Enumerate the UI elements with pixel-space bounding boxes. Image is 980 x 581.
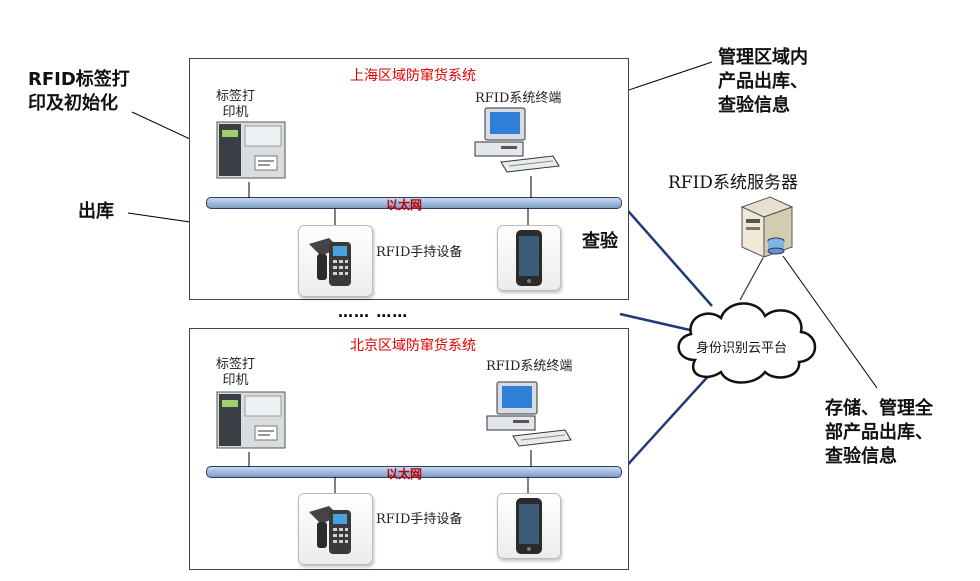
smartphone-icon	[497, 493, 561, 559]
annotation-outbound: 出库	[78, 201, 114, 222]
server-icon	[740, 196, 794, 258]
cloud-label: 身份识别云平台	[696, 341, 788, 356]
annotation-terminal-note: 管理区域内 产品出库、 查验信息	[718, 47, 808, 116]
cloud-icon	[677, 302, 817, 384]
region-title: 北京区域防窜货系统	[350, 338, 476, 354]
bus-label: 以太网	[386, 198, 423, 212]
leader-server-note	[782, 255, 878, 389]
handheld-label: RFID手持设备	[376, 245, 463, 260]
printer-label: 标签打 印机	[216, 89, 256, 120]
smartphone-icon	[497, 225, 561, 291]
label-printer-icon	[216, 391, 286, 449]
computer-terminal-icon	[486, 381, 572, 447]
annotation-server-note: 存储、管理全 部产品出库、 查验信息	[825, 398, 933, 467]
link-gap-to-cloud	[619, 312, 691, 332]
ethernet-bus	[206, 466, 622, 478]
printer-label: 标签打 印机	[216, 357, 256, 388]
rfid-scanner-icon	[298, 493, 373, 565]
computer-terminal-icon	[474, 107, 560, 173]
bus-label: 以太网	[386, 467, 423, 481]
link-shanghai-to-cloud	[621, 203, 713, 307]
ethernet-bus	[206, 197, 622, 209]
terminal-label: RFID系统终端	[475, 91, 562, 106]
server-title: RFID系统服务器	[668, 173, 798, 193]
annotation-rfid-print: RFID标签打 印及初始化	[28, 69, 130, 114]
label-printer-icon	[216, 121, 286, 179]
terminal-label: RFID系统终端	[486, 359, 573, 374]
link-server-to-cloud	[739, 257, 764, 301]
rfid-scanner-icon	[298, 225, 373, 297]
handheld-label: RFID手持设备	[376, 512, 463, 527]
annotation-inspect: 查验	[582, 231, 618, 252]
link-beijing-to-cloud	[621, 371, 713, 472]
region-ellipsis: …… ……	[338, 303, 409, 321]
region-title: 上海区域防窜货系统	[350, 68, 476, 84]
